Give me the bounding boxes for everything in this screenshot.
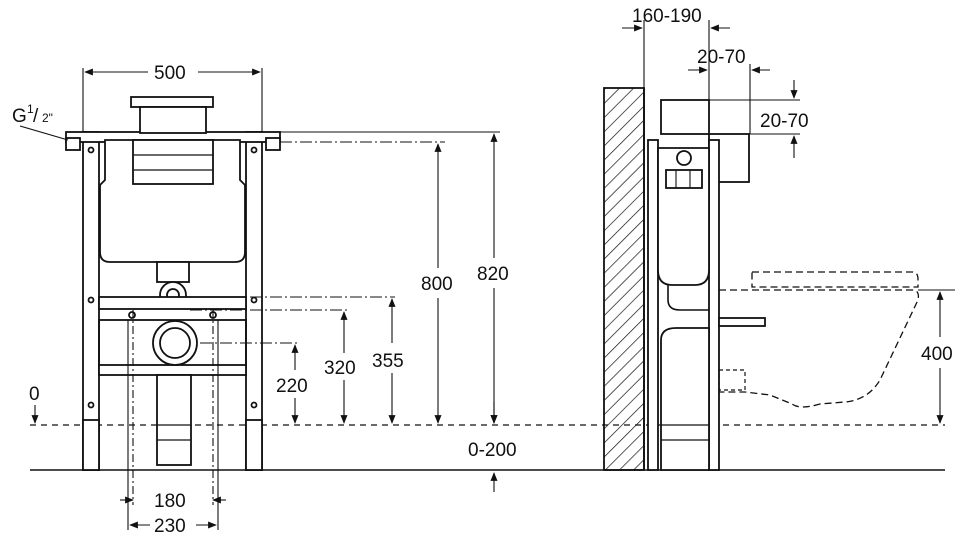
dim-800: 800: [421, 274, 453, 295]
cistern-cap: [130, 96, 214, 108]
side-cistern-body: [657, 147, 710, 286]
pipe-thread-label: G: [12, 106, 27, 127]
side-front-post: [708, 139, 720, 471]
dim-180: 180: [154, 491, 186, 512]
dim-220: 220: [276, 376, 308, 397]
lower-rail: [98, 364, 247, 376]
left-mount-tab: [65, 137, 81, 151]
toilet-seat-lid: [751, 271, 919, 288]
dim-230: 230: [154, 516, 186, 537]
dim-zero: 0: [29, 384, 40, 405]
side-waste-pipe: [660, 327, 710, 471]
pipe-thread-den: 2": [42, 111, 53, 125]
dim-0-200: 0-200: [468, 440, 517, 461]
waste-pipe: [156, 374, 192, 466]
left-bolt: [128, 311, 136, 319]
side-view: [603, 87, 766, 471]
dim-320: 320: [324, 358, 356, 379]
side-dimensions: [622, 20, 955, 424]
dim-355: 355: [372, 351, 404, 372]
front-frame: [65, 96, 281, 471]
svg-text:/: /: [33, 106, 39, 127]
left-foot: [82, 419, 100, 471]
front-dimension-labels: G 1 / 2" 500 800 820 355 320 220 0 180 2…: [12, 63, 517, 537]
dim-400: 400: [921, 344, 953, 365]
pipe-thread-num: 1: [27, 102, 34, 116]
wall-section: [603, 87, 645, 471]
side-connector: [718, 369, 746, 391]
dim-820: 820: [477, 264, 509, 285]
toilet-bowl-outline: [719, 271, 920, 408]
dim-500: 500: [154, 63, 186, 84]
toilet-bowl-body: [719, 289, 920, 408]
right-mount-tab: [265, 137, 281, 151]
front-dimensions: [19, 68, 500, 530]
right-foot: [245, 419, 263, 471]
cistern-neck: [139, 106, 207, 134]
floor-lines: [30, 424, 945, 471]
side-cistern-top: [660, 99, 710, 135]
side-dimension-labels: 160-190 20-70 20-70 400: [632, 6, 953, 365]
actuator-plate: [132, 139, 214, 185]
middle-rail: [98, 296, 247, 310]
flush-valve: [156, 261, 190, 283]
dim-160-190: 160-190: [632, 6, 702, 27]
side-rear-post: [647, 139, 659, 471]
side-support-arm: [718, 317, 766, 327]
dim-20-70-horizontal: 20-70: [697, 47, 746, 68]
dim-20-70-vertical: 20-70: [760, 111, 809, 132]
